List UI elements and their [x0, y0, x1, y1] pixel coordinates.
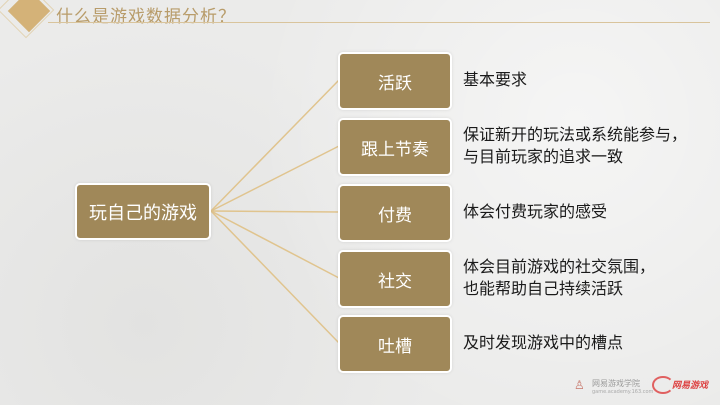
branch-description: 保证新开的玩法或系统能参与， 与目前玩家的追求一致 — [463, 125, 688, 166]
branch-node-complain: 吐槽 — [338, 315, 452, 373]
branch-label: 社交 — [378, 271, 412, 292]
branch-label: 跟上节奏 — [361, 139, 429, 160]
branch-description: 体会付费玩家的感受 — [463, 202, 608, 221]
branch-node-payment: 付费 — [338, 184, 452, 242]
branch-node-active: 活跃 — [338, 52, 452, 110]
root-node: 玩自己的游戏 — [75, 183, 211, 240]
branch-description: 基本要求 — [463, 70, 528, 89]
academy-logo-icon: ♙ — [574, 378, 585, 392]
branch-node-keep-pace: 跟上节奏 — [338, 118, 452, 176]
footer-logos: ♙ 网易游戏学院 game.academy.163.com 网易游戏 — [570, 372, 720, 402]
academy-url: game.academy.163.com — [592, 389, 654, 395]
branch-label: 活跃 — [378, 73, 412, 94]
root-node-label: 玩自己的游戏 — [89, 202, 197, 224]
academy-name: 网易游戏学院 — [592, 379, 640, 388]
branch-description: 及时发现游戏中的槽点 — [463, 333, 624, 352]
header-divider — [48, 22, 710, 23]
branch-node-social: 社交 — [338, 250, 452, 308]
brand-name: 网易游戏 — [672, 381, 709, 391]
branch-label: 吐槽 — [378, 336, 412, 357]
netease-games-logo-icon — [652, 376, 674, 394]
branch-label: 付费 — [378, 205, 412, 226]
branch-description: 体会目前游戏的社交氛围， 也能帮助自己持续活跃 — [463, 257, 656, 298]
